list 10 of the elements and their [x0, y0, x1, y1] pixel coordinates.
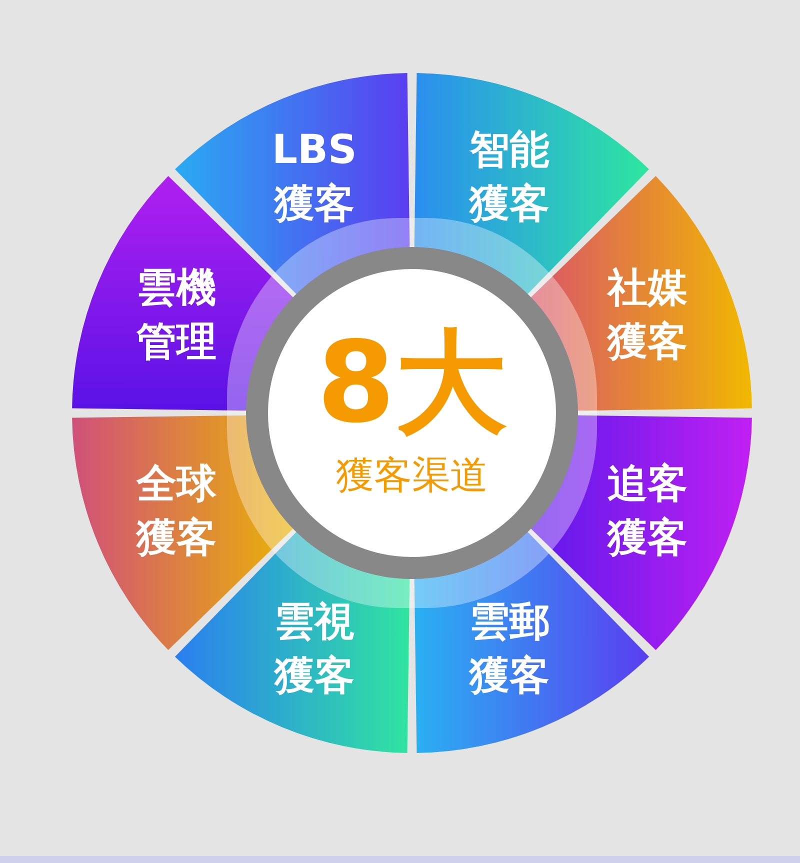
- segment-label: 雲視獲客: [272, 598, 356, 701]
- segment-label: 追客獲客: [606, 460, 689, 563]
- segment-label: 全球獲客: [134, 460, 218, 563]
- segment-label: LBS獲客: [271, 126, 358, 230]
- segment-label: 社媒獲客: [606, 264, 689, 368]
- segment-label: 雲機管理: [135, 264, 218, 368]
- hub-subtitle: 獲客渠道: [335, 452, 489, 499]
- segment-label: 智能獲客: [468, 126, 551, 230]
- hub-title: 8大: [316, 318, 508, 448]
- segment-label: 雲郵獲客: [468, 598, 551, 701]
